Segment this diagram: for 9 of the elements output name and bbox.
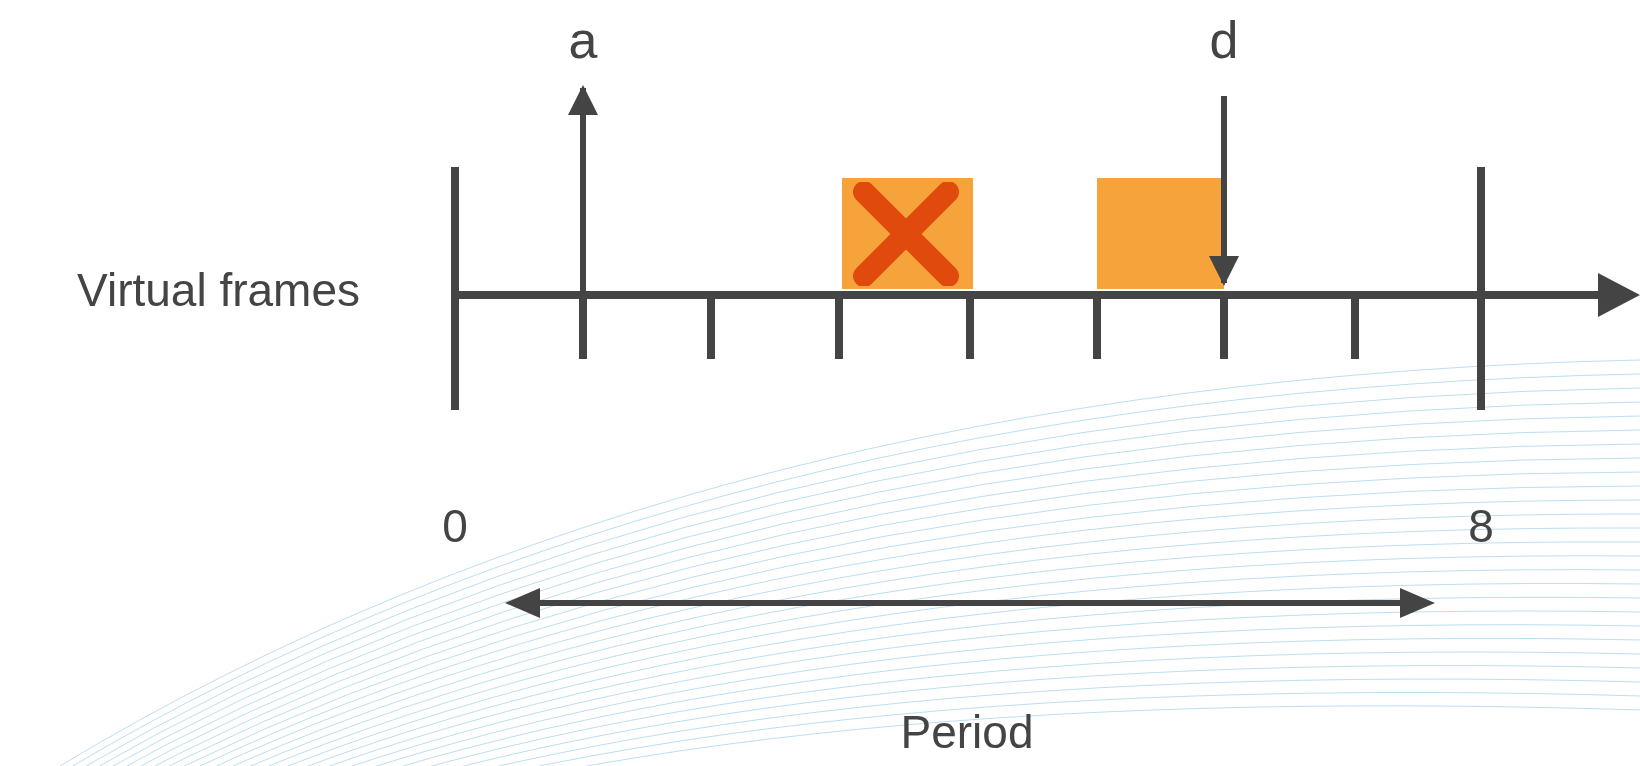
crossed-frame-box	[842, 178, 973, 289]
dimension-label: Period	[899, 705, 1035, 760]
row-label: Virtual frames	[76, 263, 360, 318]
event-label: d	[1194, 10, 1254, 96]
frame-box	[1097, 178, 1224, 289]
arrow	[1209, 96, 1239, 286]
tick-label: 8	[1467, 499, 1495, 554]
event-label: a	[553, 10, 613, 88]
tick-label: 0	[441, 499, 469, 554]
